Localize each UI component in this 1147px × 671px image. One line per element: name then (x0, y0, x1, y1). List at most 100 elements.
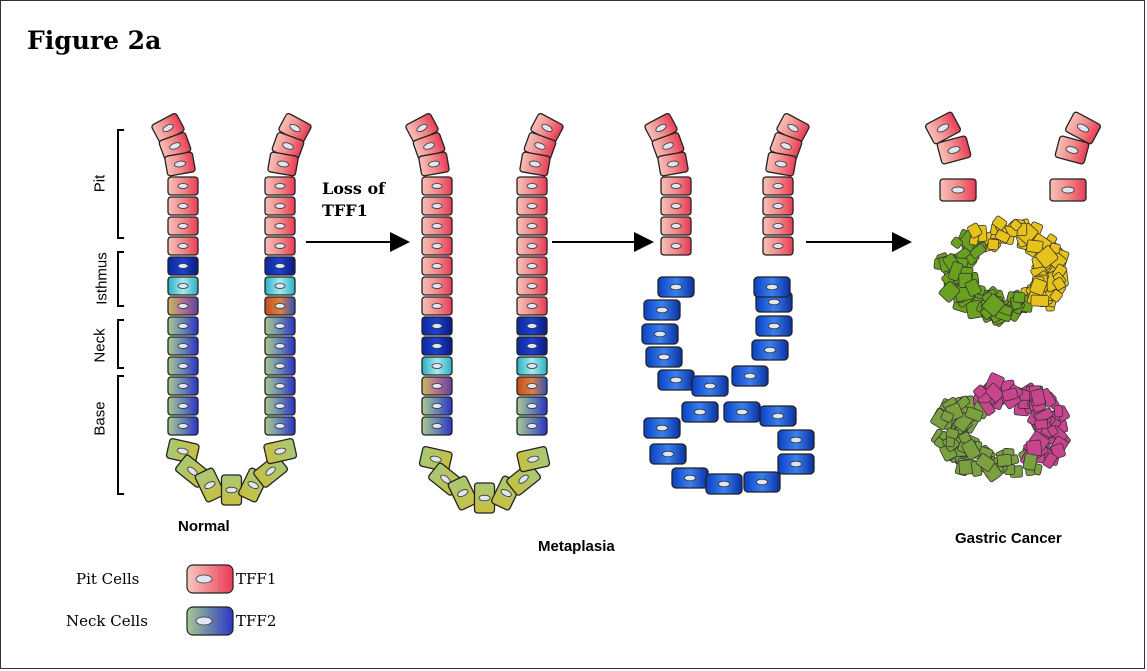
base-cell (222, 475, 242, 505)
gland-cell (168, 237, 198, 255)
gland-cell (265, 397, 295, 415)
metaplasia-cell (644, 300, 680, 320)
normal-gland (151, 113, 312, 505)
gland-cell (422, 197, 452, 215)
cancer-gland (925, 111, 1102, 482)
base-cell (263, 438, 297, 464)
gland-cell (422, 337, 452, 355)
gland-cell (422, 237, 452, 255)
gland-cell (517, 397, 547, 415)
metaplasia-cell (744, 472, 780, 492)
gland-cell (168, 417, 198, 435)
gland-cell (168, 197, 198, 215)
gland-cell (763, 177, 793, 195)
pit-cell (657, 152, 688, 177)
gland-cell (168, 397, 198, 415)
stage-label-normal: Normal (178, 518, 230, 535)
gland-cell (168, 357, 198, 375)
gland-cell (661, 217, 691, 235)
gland-cell (517, 277, 547, 295)
metaplasia-cell (644, 418, 680, 438)
metaplasia-cell (658, 277, 694, 297)
gland-cell (168, 277, 198, 295)
gland-cell (517, 357, 547, 375)
gland-cell (265, 377, 295, 395)
tumor-cell (1035, 419, 1049, 429)
gland-cell (422, 397, 452, 415)
base-cell (475, 483, 495, 513)
metaplasia-duct (642, 113, 814, 494)
metaplasia-cell (646, 347, 682, 367)
metaplasia-cell (658, 370, 694, 390)
metaplasia-cell (778, 454, 814, 474)
pit-cell (765, 152, 796, 177)
gland-cell (168, 337, 198, 355)
gland-cell (265, 417, 295, 435)
metaplasia-cell (732, 366, 768, 386)
metaplasia-cell (754, 277, 790, 297)
metaplasia-cell (752, 340, 788, 360)
gland-cell (265, 257, 295, 275)
zone-label-isthmus: Isthmus (94, 249, 111, 309)
metaplasia-cell (642, 324, 678, 344)
gland-cell (422, 357, 452, 375)
tumor-cell (1013, 292, 1025, 303)
arrow-label-line2: TFF1 (322, 200, 385, 222)
zone-label-base: Base (92, 399, 109, 439)
metaplasia-cell (778, 430, 814, 450)
legend-swatch-pit (187, 565, 233, 593)
gland-cell (168, 257, 198, 275)
gland-cell (168, 377, 198, 395)
gland-cell (763, 237, 793, 255)
zone-label-neck: Neck (92, 326, 109, 366)
legend-marker-tff2: TFF2 (236, 612, 276, 630)
gland-cell (422, 377, 452, 395)
metaplasia-cell (760, 406, 796, 426)
gland-cell (517, 377, 547, 395)
gland-cell (265, 337, 295, 355)
gland-cell (661, 197, 691, 215)
gland-cell (265, 177, 295, 195)
metaplasia-gland (405, 113, 564, 513)
zone-label-pit: Pit (92, 164, 109, 204)
tumor-cell (1031, 295, 1049, 307)
zone-brackets (118, 130, 124, 494)
metaplasia-cell (756, 316, 792, 336)
legend-swatch-neck (187, 607, 233, 635)
gland-cell (517, 317, 547, 335)
tumor-cell (1023, 453, 1038, 470)
metaplasia-cell (692, 376, 728, 396)
gland-cell (763, 197, 793, 215)
legend-marker-tff1: TFF1 (236, 570, 276, 588)
gland-cell (265, 277, 295, 295)
gland-cell (265, 237, 295, 255)
gland-cell (517, 237, 547, 255)
pit-cell (418, 152, 449, 177)
pit-cell (519, 152, 550, 177)
arrow-label-line1: Loss of (322, 178, 385, 200)
isthmus-bracket (118, 252, 124, 306)
gland-cell (517, 297, 547, 315)
gland-cell (422, 217, 452, 235)
pit-bracket (118, 130, 124, 238)
base-cell (516, 446, 550, 472)
tumor-cluster (930, 372, 1071, 482)
gland-cell (168, 297, 198, 315)
gland-cell (168, 177, 198, 195)
legend-label-neck-cells: Neck Cells (66, 612, 148, 630)
gland-cell (168, 317, 198, 335)
tumor-cell (1054, 405, 1063, 417)
gland-cell (422, 297, 452, 315)
gland-cell (422, 257, 452, 275)
gland-cell (517, 337, 547, 355)
gland-cell (265, 217, 295, 235)
gland-cell (517, 257, 547, 275)
gland-cell (517, 217, 547, 235)
metaplasia-cell (650, 444, 686, 464)
gland-cell (265, 297, 295, 315)
pit-cell (940, 179, 976, 201)
gland-cell (517, 417, 547, 435)
metaplasia-cell (724, 402, 760, 422)
base-bracket (118, 376, 124, 494)
